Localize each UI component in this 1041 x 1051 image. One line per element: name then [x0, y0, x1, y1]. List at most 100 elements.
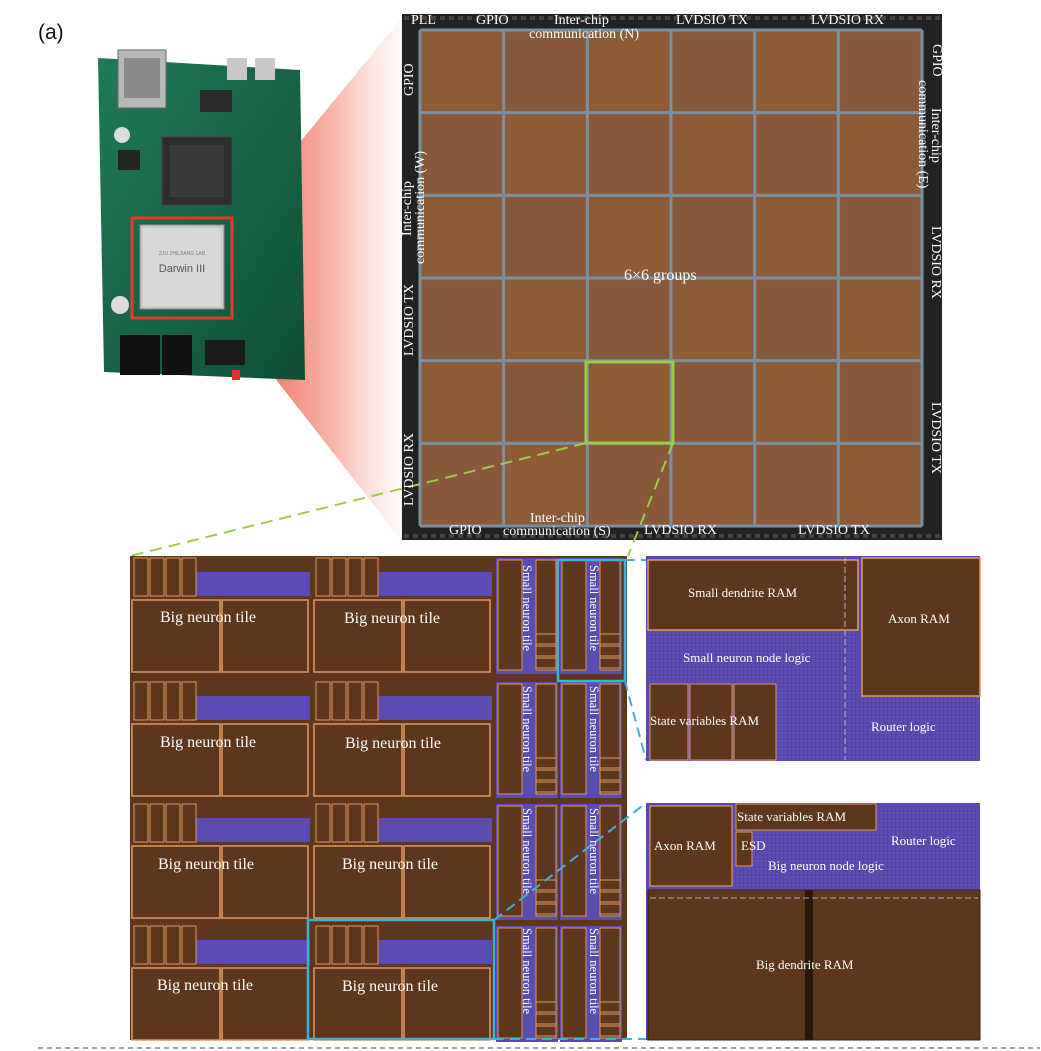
big-tile-block — [332, 558, 346, 596]
big-tile-node-strip — [185, 572, 310, 596]
die-pad — [782, 16, 787, 20]
die-pad — [890, 534, 895, 538]
big-tile-block — [348, 926, 362, 964]
big-esd-label: ESD — [741, 839, 766, 852]
big-tile-block — [150, 926, 164, 964]
small-tile-block — [536, 1002, 556, 1012]
die-pad — [755, 534, 760, 538]
die-center-label: 6×6 groups — [624, 268, 697, 284]
small-tile-block — [536, 782, 556, 792]
small-tile-block — [536, 904, 556, 914]
die-top-lvdsio-tx: LVDSIO TX — [676, 14, 748, 28]
die-pad — [935, 16, 940, 20]
small-tile-block — [600, 782, 620, 792]
die-group-cell — [590, 33, 668, 110]
small-tile-label-r1c1: Small neuron tile — [521, 565, 534, 651]
big-tile-block — [332, 804, 346, 842]
die-pad — [890, 16, 895, 20]
die-left-gpio: GPIO — [403, 63, 417, 96]
big-tile-block — [348, 682, 362, 720]
die-group-cell — [423, 364, 501, 441]
die-pad — [764, 16, 769, 20]
die-group-cell — [841, 198, 919, 275]
big-tile-label-r4c2: Big neuron tile — [342, 979, 438, 995]
big-tile-block — [316, 558, 330, 596]
die-pad — [791, 534, 796, 538]
big-tile-label-r1c2: Big neuron tile — [344, 611, 440, 627]
big-tile-block — [182, 804, 196, 842]
big-tile-block — [348, 804, 362, 842]
die-top-gpio: GPIO — [476, 14, 509, 28]
small-tile-ram — [562, 560, 586, 670]
die-pad — [467, 16, 472, 20]
small-tile-block — [600, 880, 620, 890]
die-pad — [449, 16, 454, 20]
small-tile-label-r2c2: Small neuron tile — [588, 686, 601, 772]
small-tile-ram — [562, 684, 586, 794]
die-right-gpio: GPIO — [929, 44, 943, 77]
die-pad — [737, 534, 742, 538]
die-pad — [629, 534, 634, 538]
die-pad — [656, 16, 661, 20]
die-right-lvdsio-tx: LVDSIO TX — [928, 402, 942, 474]
die-left-communication-w: communication (W) — [414, 151, 428, 264]
big-tile-block — [150, 558, 164, 596]
die-pad — [638, 534, 643, 538]
small-axon-ram-label: Axon RAM — [888, 612, 950, 625]
big-tile-node-strip — [367, 696, 492, 720]
big-tile-label-r2c1: Big neuron tile — [160, 735, 256, 751]
die-pad — [485, 534, 490, 538]
big-tile-label-r1c1: Big neuron tile — [160, 610, 256, 626]
big-state-variables-ram-label: State variables RAM — [737, 810, 846, 823]
small-tile-block — [600, 634, 620, 644]
die-pad — [764, 534, 769, 538]
die-pad — [899, 534, 904, 538]
small-tile-block — [536, 892, 556, 902]
die-pad — [629, 16, 634, 20]
small-tile-label-r1c2: Small neuron tile — [588, 565, 601, 651]
small-tile-block — [536, 1014, 556, 1024]
small-tile-block — [536, 658, 556, 668]
board-chip-small-text: ZJU ZHEJIANG LAB — [159, 251, 206, 257]
die-group-cell — [590, 198, 668, 275]
big-node-logic-label: Big neuron node logic — [768, 859, 884, 872]
small-tile-ram — [562, 928, 586, 1038]
die-bottom-gpio: GPIO — [449, 524, 482, 538]
small-state-variables-ram-label: State variables RAM — [650, 714, 759, 727]
big-tile-block — [182, 926, 196, 964]
die-group-cell — [674, 364, 752, 441]
die-pad — [881, 534, 886, 538]
die-pad — [440, 534, 445, 538]
die-left-lvdsio-rx: LVDSIO RX — [403, 433, 417, 506]
pcb-board — [98, 50, 305, 380]
small-tile-block — [600, 1014, 620, 1024]
die-group-cell — [423, 198, 501, 275]
big-tile-node-strip — [367, 940, 492, 964]
die-pad — [611, 534, 616, 538]
big-tile-node-strip — [185, 940, 310, 964]
small-tile-block — [600, 758, 620, 768]
small-tile-block — [600, 646, 620, 656]
board-chip-brand: Darwin III — [159, 263, 205, 275]
die-top-communication-n: communication (N) — [529, 28, 639, 42]
die-pad — [413, 534, 418, 538]
big-tile-block — [134, 558, 148, 596]
small-tile-label-r3c2: Small neuron tile — [588, 808, 601, 894]
big-tile-block — [166, 804, 180, 842]
die-right-lvdsio-rx: LVDSIO RX — [928, 226, 942, 299]
die-pad — [935, 534, 940, 538]
big-dendrite-ram-label: Big dendrite RAM — [756, 958, 854, 971]
die-group-cell — [841, 116, 919, 193]
die-pad — [638, 16, 643, 20]
small-tile-block — [600, 1002, 620, 1012]
big-tile-block — [150, 682, 164, 720]
small-tile-block — [600, 770, 620, 780]
die-group-cell — [758, 446, 836, 523]
small-tile-block — [600, 658, 620, 668]
big-tile-block — [134, 682, 148, 720]
die-pad — [521, 16, 526, 20]
die-group-cell — [507, 281, 585, 358]
zoom-line-cyan-2 — [625, 681, 646, 760]
big-tile-block — [134, 926, 148, 964]
small-node-logic-label: Small neuron node logic — [683, 651, 810, 664]
